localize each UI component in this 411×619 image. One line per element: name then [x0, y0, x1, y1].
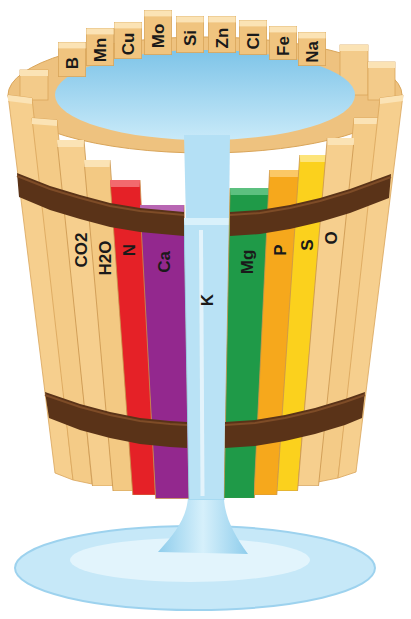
stave-body	[208, 16, 235, 52]
element-symbol: Cl	[245, 32, 262, 49]
nutrient-stave: Fe	[269, 26, 297, 60]
stave-top	[184, 218, 230, 225]
stave-body	[58, 42, 85, 76]
stave-top	[144, 10, 171, 16]
element-symbol: S	[298, 239, 315, 250]
element-symbol: Ca	[156, 251, 173, 273]
stave-shape	[140, 205, 189, 499]
stave-top	[32, 118, 57, 126]
stave-top	[57, 140, 84, 147]
element-symbol: Na	[304, 41, 321, 63]
stave-top	[327, 138, 354, 145]
nutrient-stave: Cl	[239, 20, 267, 55]
stave-shape	[184, 218, 230, 500]
hoop	[225, 392, 365, 448]
element-symbol: H2O	[96, 241, 113, 276]
stave-top	[354, 118, 380, 124]
stave-top	[208, 16, 235, 22]
nutrient-stave: Cu	[114, 22, 142, 59]
element-symbol: O	[323, 231, 340, 244]
element-symbol: Mg	[239, 250, 256, 275]
stave-top	[230, 188, 270, 195]
stave-top	[114, 22, 141, 28]
stave-top	[8, 95, 32, 104]
water-overflow	[184, 135, 230, 222]
back-stave	[20, 70, 48, 100]
element-symbol: Mn	[92, 38, 109, 63]
element-symbol: N	[121, 244, 138, 256]
stave-top	[239, 20, 266, 26]
nutrient-stave: Mo	[144, 10, 172, 55]
stave-body	[144, 10, 171, 54]
element-symbol: K	[198, 294, 215, 306]
hoop-highlight	[230, 177, 391, 215]
element-symbol: CO2	[72, 233, 89, 268]
stave-body	[239, 20, 266, 54]
element-symbol: P	[272, 244, 289, 255]
stave-top	[269, 26, 296, 32]
sparkle	[317, 508, 343, 534]
nutrient-stave: Zn	[208, 16, 236, 53]
stave-top	[340, 45, 368, 51]
stave-top	[58, 42, 85, 48]
element-symbol: Mo	[150, 23, 167, 48]
stave-top	[20, 70, 48, 76]
nutrient-stave: K	[184, 218, 230, 500]
stave-top	[84, 160, 110, 167]
hoop	[17, 173, 184, 236]
stave-top	[380, 95, 403, 104]
hoop-highlight	[225, 395, 365, 425]
element-symbol: B	[64, 56, 81, 68]
hoop-highlight	[17, 176, 184, 215]
stave-top	[368, 62, 395, 68]
stave-top	[110, 180, 140, 187]
hoop	[230, 174, 391, 236]
hoop	[45, 392, 187, 448]
stave-top	[270, 170, 300, 177]
back-stave	[368, 62, 395, 100]
stave-top	[300, 155, 327, 162]
nutrient-stave: Mn	[86, 28, 114, 66]
stave-top	[298, 32, 325, 38]
nutrient-stave: Si	[176, 16, 204, 53]
nutrient-stave: Na	[298, 32, 326, 66]
element-symbol: Cu	[120, 32, 137, 55]
stave-body	[140, 205, 189, 499]
stave-body	[298, 32, 325, 65]
nutrient-stave: Ca	[140, 205, 189, 499]
stave-body	[86, 28, 113, 65]
nutrient-stave: B	[58, 42, 86, 77]
stave-top	[176, 16, 203, 22]
stave-body	[114, 22, 141, 58]
element-symbol: Zn	[214, 27, 231, 48]
stave-body	[176, 16, 203, 52]
hoop-highlight	[45, 395, 187, 425]
stave-top	[86, 28, 113, 34]
element-symbol: Fe	[275, 36, 292, 56]
water-shine	[201, 230, 203, 496]
water-over-stave	[184, 218, 230, 500]
element-symbol: Si	[182, 29, 199, 45]
stave-body	[269, 26, 296, 59]
